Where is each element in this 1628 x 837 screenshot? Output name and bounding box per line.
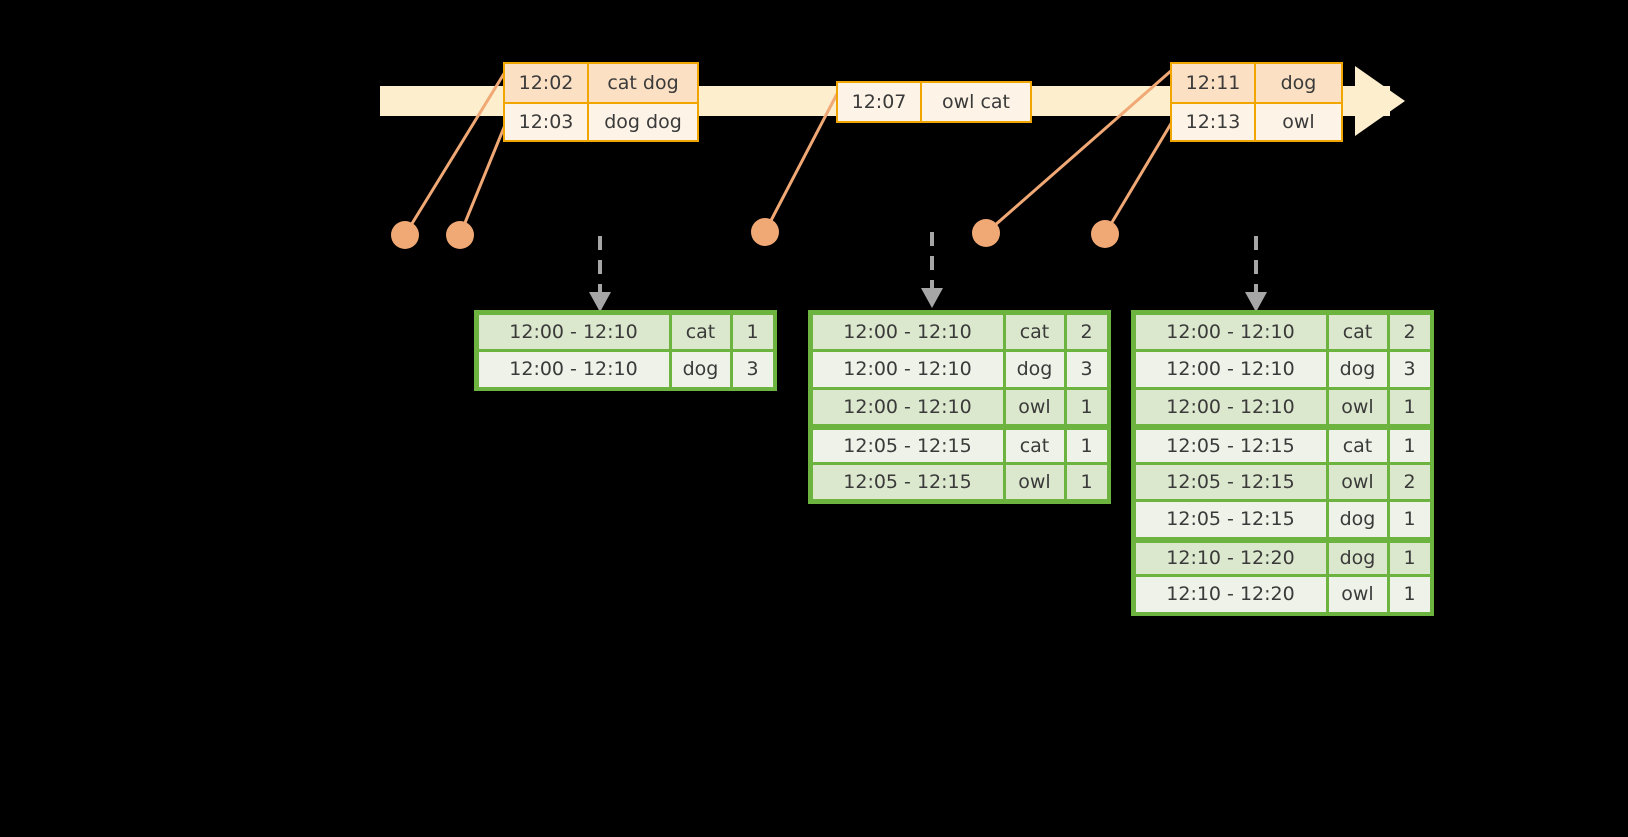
connector-dot-1 <box>391 221 419 249</box>
connector-dot-4 <box>972 219 1000 247</box>
cell-count-value: 1 <box>1389 389 1430 424</box>
cell-key-value: cat <box>1005 314 1064 349</box>
cell-key-value: owl <box>1005 464 1064 499</box>
cell-count-value: 1 <box>1066 430 1107 462</box>
cell-key-value: cat <box>671 314 730 349</box>
cell-window-value: 12:05 - 12:15 <box>812 430 1003 462</box>
cell-count-value: 3 <box>1389 352 1430 387</box>
event-payload: owl cat <box>941 91 1011 113</box>
cell-key-value: dog <box>1328 502 1387 537</box>
event-row[interactable]: 12:11 dog <box>1172 64 1341 102</box>
event-row[interactable]: 12:07 owl cat <box>838 83 1030 121</box>
cell-count-value: 1 <box>1389 502 1430 537</box>
cell-window-value: 12:10 - 12:20 <box>1135 542 1326 574</box>
cell-key-value: owl <box>1328 389 1387 424</box>
cell-count-value: 2 <box>1389 314 1430 349</box>
cell-count-value: 1 <box>1389 430 1430 462</box>
event-payload: owl <box>1282 111 1315 133</box>
dashed-arrow-heads <box>589 288 1267 312</box>
connector-dot-2 <box>446 221 474 249</box>
connector-dot-5 <box>1091 220 1119 248</box>
event-time: 12:03 <box>505 104 589 140</box>
cell-count-value: 1 <box>1066 389 1107 424</box>
cell-count-value: 3 <box>732 352 773 387</box>
connector-dots <box>391 218 1119 249</box>
cell-count-value: 2 <box>1066 314 1107 349</box>
cell-window-value: 12:00 - 12:10 <box>478 314 669 349</box>
cell-window-value: 12:10 - 12:20 <box>1135 577 1326 612</box>
event-time: 12:07 <box>838 83 922 121</box>
cell-key-value: cat <box>1328 430 1387 462</box>
cell-window-value: 12:00 - 12:10 <box>1135 352 1326 387</box>
cell-key-value: cat <box>1005 430 1064 462</box>
event-time: 12:11 <box>1172 64 1256 102</box>
cell-count-value: 3 <box>1066 352 1107 387</box>
cell-count-value: 1 <box>1389 542 1430 574</box>
cell-key-value: dog <box>671 352 730 387</box>
cell-key-value: dog <box>1328 352 1387 387</box>
cell-window-value: 12:05 - 12:15 <box>1135 430 1326 462</box>
cell-window-value: 12:05 - 12:15 <box>812 464 1003 499</box>
event-group-3[interactable]: 12:11 dog 12:13 owl <box>1170 62 1343 142</box>
event-time: 12:13 <box>1172 104 1256 140</box>
event-group-1[interactable]: 12:02 cat dog 12:03 dog dog <box>503 62 699 142</box>
cell-key-value: cat <box>1328 314 1387 349</box>
cell-key-value: owl <box>1328 577 1387 612</box>
cell-count-value: 2 <box>1389 464 1430 499</box>
cell-count-value: 1 <box>732 314 773 349</box>
event-payload: dog <box>1280 72 1317 94</box>
event-row[interactable]: 12:02 cat dog <box>505 64 697 102</box>
cell-key-value: owl <box>1328 464 1387 499</box>
cell-window-value: 12:00 - 12:10 <box>1135 314 1326 349</box>
cell-window-value: 12:00 - 12:10 <box>478 352 669 387</box>
cell-key-value: dog <box>1328 542 1387 574</box>
cell-key-value: owl <box>1005 389 1064 424</box>
cell-window-value: 12:00 - 12:10 <box>1135 389 1326 424</box>
cell-window-value: 12:00 - 12:10 <box>812 352 1003 387</box>
event-time: 12:02 <box>505 64 589 102</box>
connector-dot-3 <box>751 218 779 246</box>
cell-count-value: 1 <box>1066 464 1107 499</box>
cell-window-value: 12:05 - 12:15 <box>1135 502 1326 537</box>
cell-window-value: 12:00 - 12:10 <box>812 389 1003 424</box>
event-group-2[interactable]: 12:07 owl cat <box>836 81 1032 123</box>
event-row[interactable]: 12:13 owl <box>1172 102 1341 140</box>
cell-window-value: 12:00 - 12:10 <box>812 314 1003 349</box>
cell-key-value: dog <box>1005 352 1064 387</box>
event-payload: cat dog <box>607 72 679 94</box>
cell-window-value: 12:05 - 12:15 <box>1135 464 1326 499</box>
event-payload: dog dog <box>604 111 682 133</box>
event-row[interactable]: 12:03 dog dog <box>505 102 697 140</box>
dashed-arrows <box>598 232 1258 292</box>
cell-count-value: 1 <box>1389 577 1430 612</box>
